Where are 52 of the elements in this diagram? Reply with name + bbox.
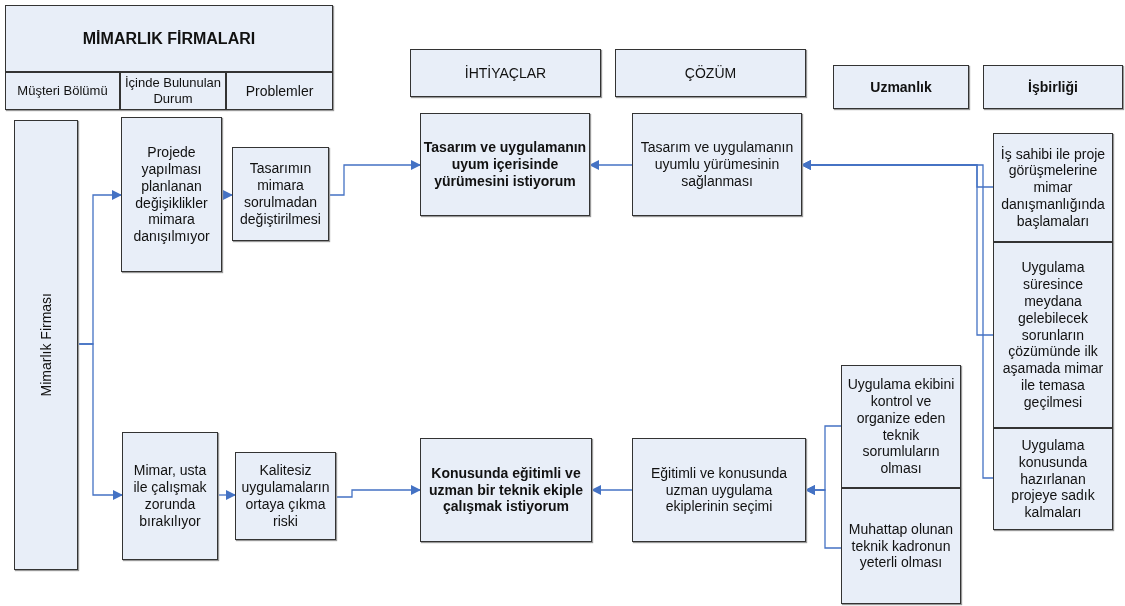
box-text: İHTİYAÇLAR: [464, 64, 547, 82]
process-box: [993, 428, 1113, 530]
column-header: [410, 49, 601, 97]
box-text: İçinde Bulunulan Durum: [123, 75, 223, 107]
column-header: [833, 65, 969, 109]
box-text: Tasarım ve uygulamanın uyumlu yürümesinin sağlanması: [639, 139, 795, 190]
box-text: Uygulama ekibini kontrol ve organize eden teknik sorumluların olması: [846, 376, 956, 477]
actor-box: [14, 120, 78, 570]
process-box: [841, 488, 961, 604]
vertical-label: Mimarlık Firması: [37, 293, 55, 397]
process-box: [235, 452, 336, 540]
arrow: [335, 485, 421, 498]
arrow: [221, 190, 233, 200]
box-text: Tasarım ve uygulamanın uyum içerisinde yürümesini istiyorum: [423, 139, 587, 190]
arrow: [805, 485, 842, 549]
process-box: [420, 113, 590, 216]
process-box: [993, 242, 1113, 428]
box-text: Kalitesiz uygulamaların ortaya çıkma riski: [240, 462, 331, 530]
column-header: [615, 49, 806, 97]
arrow: [801, 160, 994, 479]
box-text: MİMARLIK FİRMALARI: [82, 28, 256, 49]
header-box: [5, 5, 333, 72]
box-text: Konusunda eğitimli ve uzman bir teknik ekiple çalışmak istiyorum: [427, 464, 585, 516]
box-text: Mimar, usta ile çalışmak zorunda bırakılıyor: [132, 462, 208, 530]
box-text: Uygulama süresince meydana gelebilecek sorunların çözümünde ilk aşamada mimar ile temasa geçilmesi: [1001, 259, 1105, 411]
process-box: [420, 438, 592, 542]
arrow: [589, 160, 633, 170]
box-text: İşbirliği: [1028, 78, 1078, 96]
process-box: [993, 133, 1113, 242]
header-cell: [226, 72, 333, 110]
process-box: [632, 113, 802, 216]
process-box: [841, 365, 961, 488]
header-cell: [5, 72, 120, 110]
box-text: Muhattap olunan teknik kadronun yeterli olması: [847, 520, 955, 572]
box-text: Projede yapılması planlanan değişiklikler mimara danışılmıyor: [132, 144, 211, 245]
box-text: İş sahibi ile proje görüşmelerine mimar danışmanlığında başlamaları: [999, 145, 1107, 230]
column-header: [983, 65, 1123, 109]
box-text: Müşteri Bölümü: [17, 83, 108, 99]
box-text: Problemler: [245, 82, 314, 100]
arrow: [217, 490, 236, 500]
process-box: [122, 432, 218, 560]
process-box: [232, 147, 329, 241]
arrow: [328, 160, 421, 196]
arrow: [77, 343, 123, 500]
box-text: Uygulama konusunda hazırlanan projeye sadık kalmaları: [1010, 437, 1096, 521]
box-text: Eğitimli ve konusunda uzman uygulama ekiplerinin seçimi: [649, 464, 789, 516]
box-text: Tasarımın mimara sorulmadan değiştirilmesi: [239, 160, 322, 228]
process-box: [121, 117, 222, 272]
process-box: [632, 438, 806, 542]
box-text: Uzmanlık: [870, 78, 932, 96]
arrow: [591, 485, 633, 495]
box-text: ÇÖZÜM: [684, 64, 737, 82]
